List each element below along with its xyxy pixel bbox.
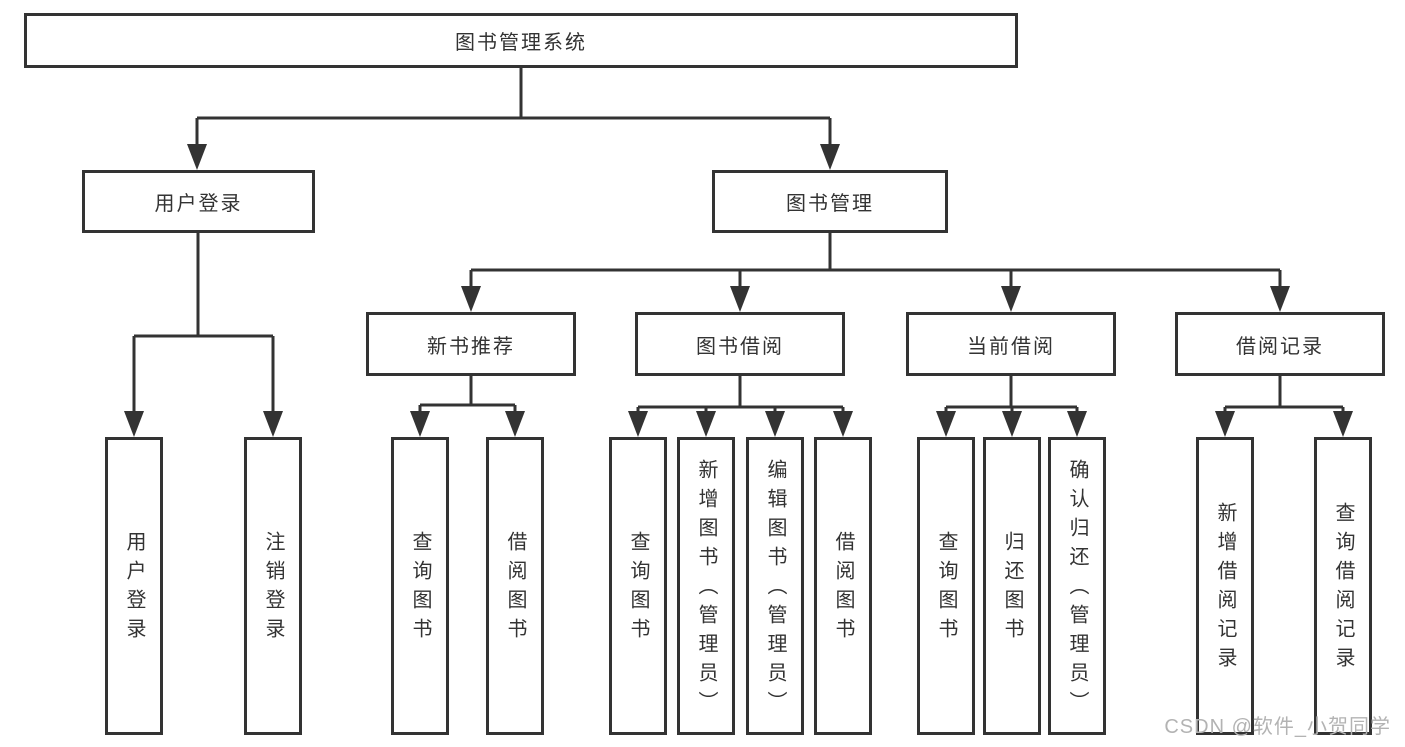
leaf-logout: 注销登录 [244, 437, 302, 735]
csdn-watermark: CSDN @软件_小贺同学 [1164, 716, 1391, 738]
leaf-return-books: 归还图书 [983, 437, 1041, 735]
node-borrow-record: 借阅记录 [1175, 312, 1385, 376]
node-root-system: 图书管理系统 [24, 13, 1018, 68]
leaf-confirm-return-admin: 确认归还（管理员） [1048, 437, 1106, 735]
leaf-query-borrow-record: 查询借阅记录 [1314, 437, 1372, 735]
leaf-current-query-books: 查询图书 [917, 437, 975, 735]
leaf-recommend-query-books: 查询图书 [391, 437, 449, 735]
node-current-borrow: 当前借阅 [906, 312, 1116, 376]
leaf-add-books-admin: 新增图书（管理员） [677, 437, 735, 735]
node-new-book-recommend: 新书推荐 [366, 312, 576, 376]
node-user-login: 用户登录 [82, 170, 315, 233]
leaf-add-borrow-record: 新增借阅记录 [1196, 437, 1254, 735]
leaf-user-login: 用户登录 [105, 437, 163, 735]
leaf-edit-books-admin: 编辑图书（管理员） [746, 437, 804, 735]
leaf-borrow-books: 借阅图书 [814, 437, 872, 735]
node-book-management: 图书管理 [712, 170, 948, 233]
arrowhead-icons [124, 144, 1353, 437]
leaf-recommend-borrow-books: 借阅图书 [486, 437, 544, 735]
node-book-borrow: 图书借阅 [635, 312, 845, 376]
leaf-borrow-query-books: 查询图书 [609, 437, 667, 735]
